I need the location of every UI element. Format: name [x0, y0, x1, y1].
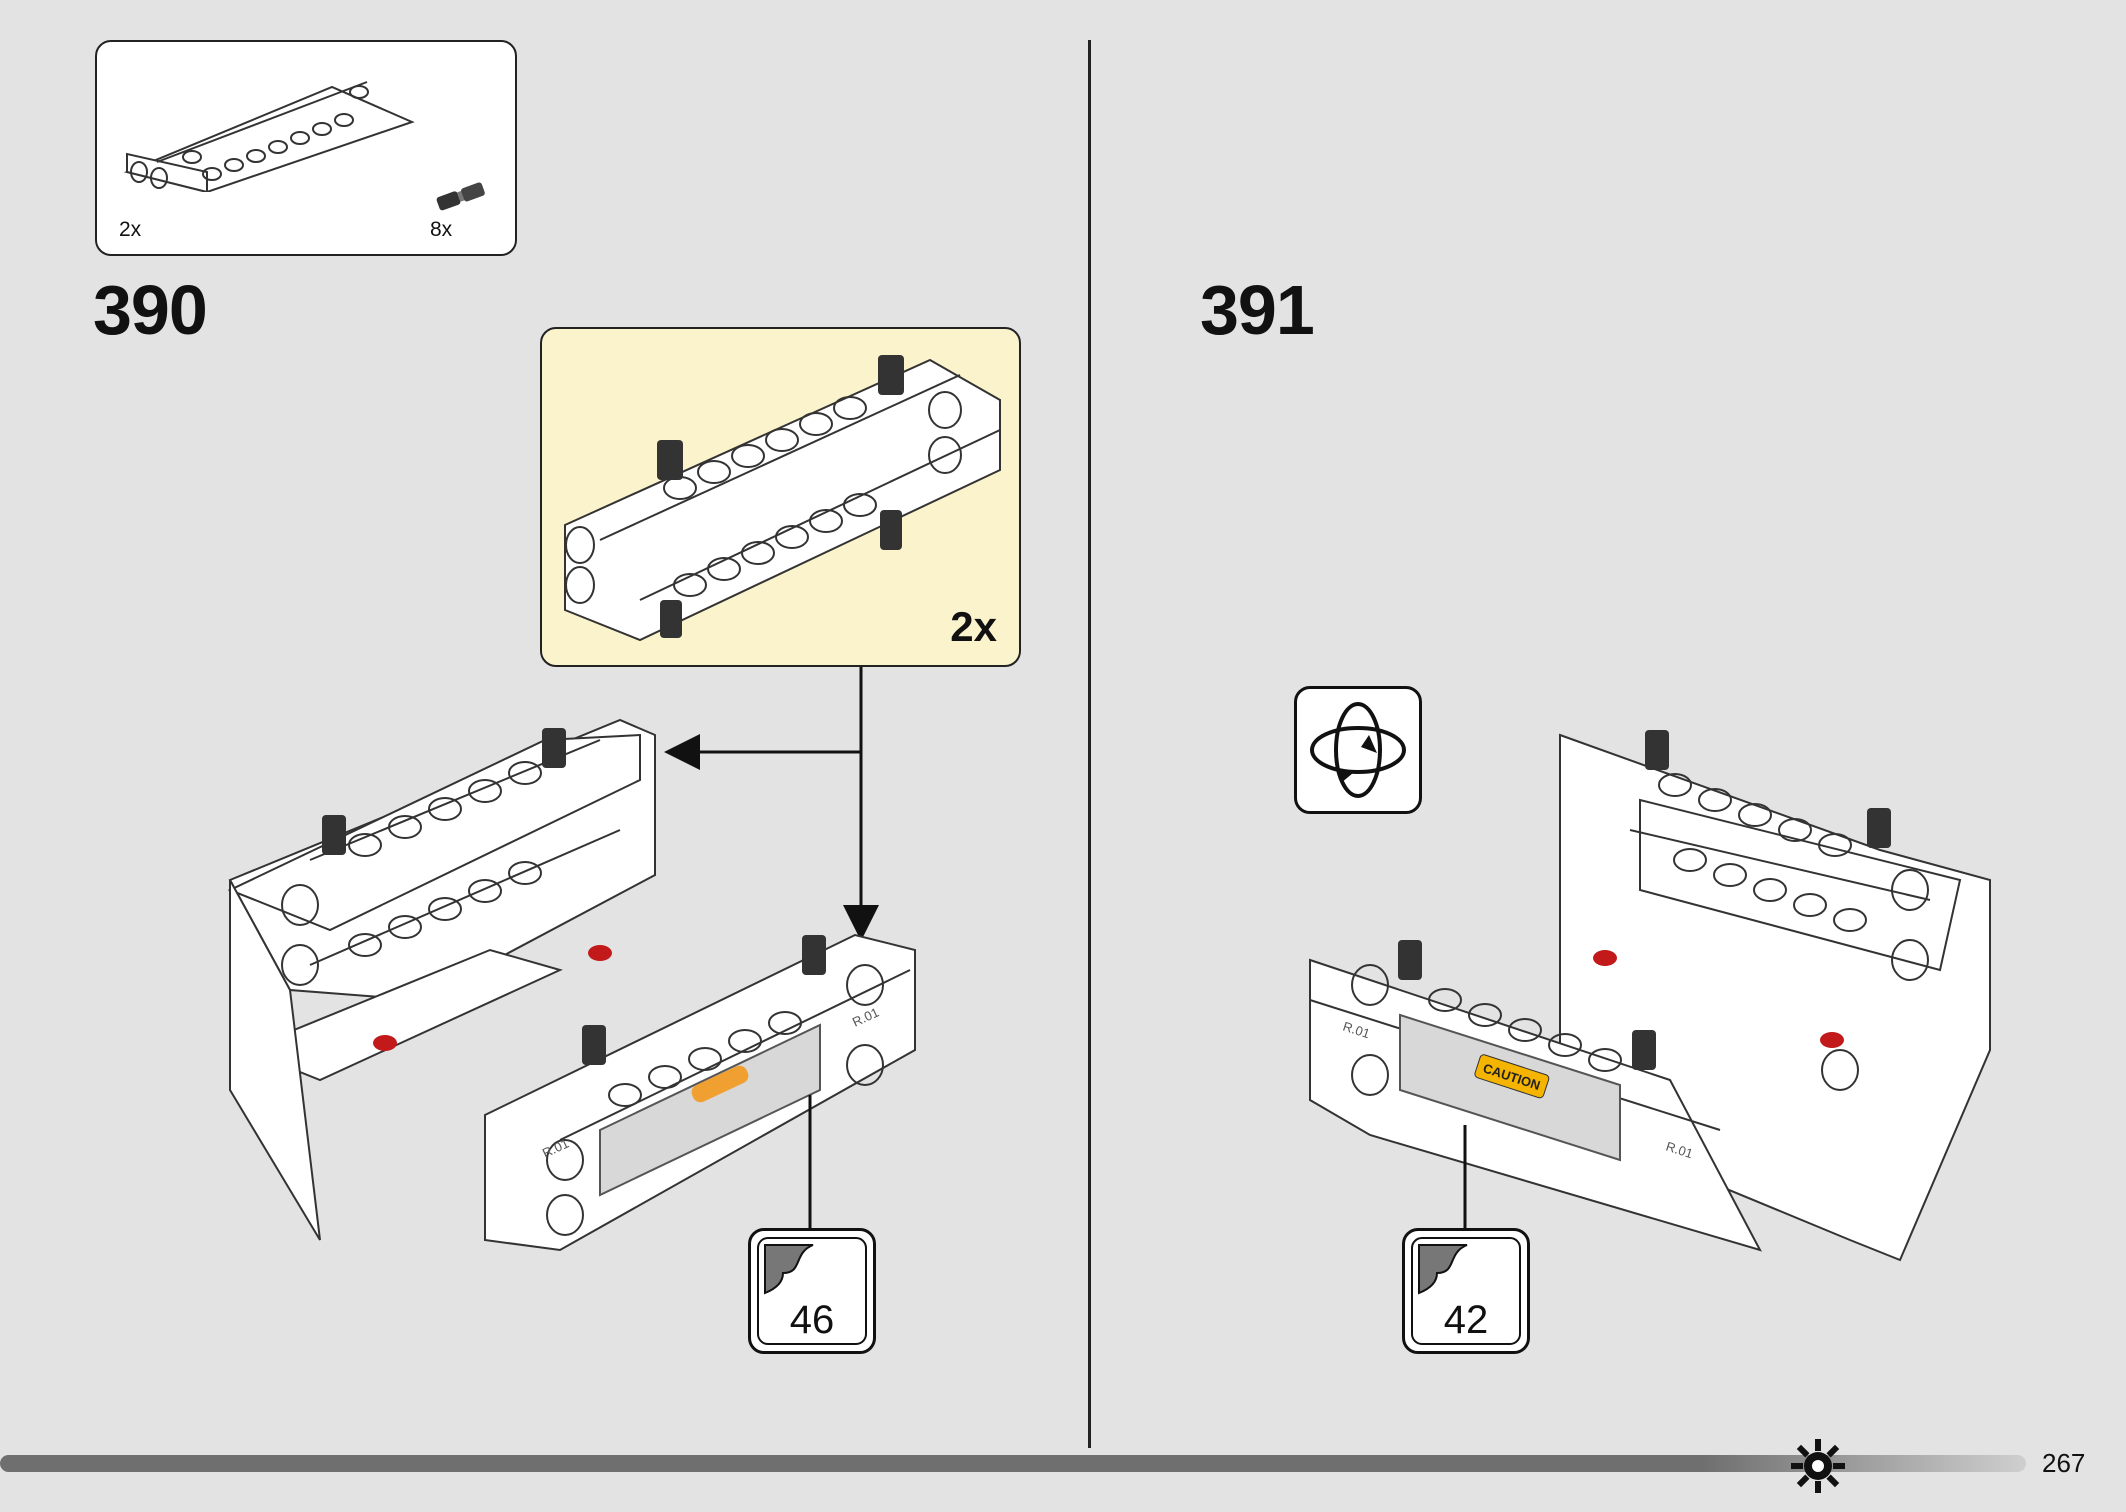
sticker-text-right-2: R.01: [1664, 1139, 1695, 1162]
page-reference-42: 42: [1402, 1228, 1530, 1354]
callout-arrow: [664, 667, 879, 941]
sticker-panel-left: R.01 R.01: [540, 1005, 881, 1197]
page-curl-icon: [1418, 1244, 1468, 1295]
model-step-390: [227, 718, 916, 1252]
part-quantity-pin: 8x: [430, 218, 453, 241]
part-quantity-beam: 2x: [119, 218, 142, 241]
gear-emblem-icon: [1791, 1439, 1845, 1493]
model-step-391: [1309, 733, 1991, 1262]
page-number: 267: [2042, 1448, 2086, 1478]
reference-page-number: 42: [1443, 1298, 1489, 1342]
caution-sticker-text: CAUTION: [1481, 1060, 1542, 1093]
liftarm-beam-icon: [123, 81, 415, 192]
sticker-text-right-1: R.01: [1341, 1019, 1372, 1042]
sticker-text-left-2: R.01: [850, 1005, 881, 1030]
sub-assembly-callout: 2x: [540, 327, 1021, 667]
sticker-panel-right: CAUTION R.01 R.01: [1341, 1013, 1695, 1162]
step-number-391: 391: [1200, 271, 1315, 349]
sticker-text-left-1: R.01: [540, 1136, 571, 1161]
parts-list-box: 2x 8x: [95, 40, 517, 256]
rotate-model-indicator: [1294, 686, 1422, 814]
step-number-390: 390: [93, 271, 208, 349]
step-divider: [1088, 40, 1091, 1448]
page-reference-46: 46: [748, 1228, 876, 1354]
rotate-model-icon: [1310, 702, 1406, 798]
reference-page-number: 46: [789, 1298, 835, 1342]
progress-bar: [0, 1455, 2026, 1472]
callout-multiplier: 2x: [950, 603, 997, 650]
page-curl-icon: [764, 1244, 814, 1295]
axle-pin-icon: [436, 182, 485, 211]
